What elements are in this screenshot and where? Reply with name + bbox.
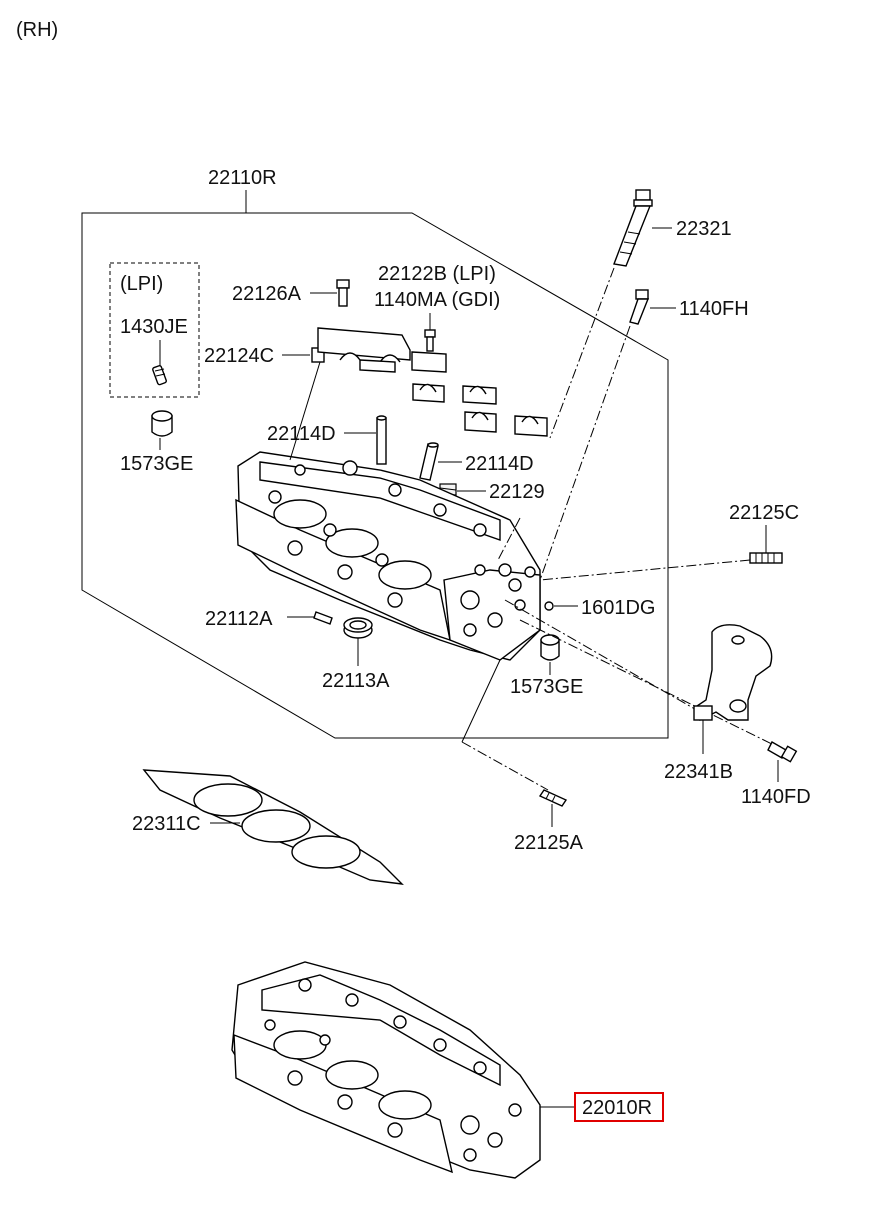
label-22114D-a[interactable]: 22114D — [267, 423, 336, 445]
assembly-outline — [81, 212, 669, 739]
label-1140FD[interactable]: 1140FD — [741, 786, 811, 808]
leader-head-to-22125A — [461, 659, 501, 743]
part-1140FH-bolt — [629, 289, 650, 325]
part-22122B-bolt — [424, 329, 436, 352]
part-1601DG-ball — [544, 601, 554, 611]
label-22341B[interactable]: 22341B — [664, 761, 733, 783]
label-22114D-b[interactable]: 22114D — [465, 453, 534, 475]
centerline-22321 — [549, 267, 615, 439]
part-22311C-head-gasket — [142, 769, 404, 885]
camshaft-caps — [317, 327, 548, 437]
label-22311C[interactable]: 22311C — [132, 813, 201, 835]
label-22122B[interactable]: 22122B (LPI) — [378, 263, 496, 285]
part-22125A-stud — [538, 789, 568, 807]
part-22126A-bolt — [336, 279, 350, 307]
part-1430JE-pin — [152, 365, 167, 386]
label-22125A[interactable]: 22125A — [514, 832, 584, 854]
centerline-to-1140FD — [519, 619, 781, 749]
bare-cylinder-head — [231, 961, 541, 1179]
lpi-box-title: (LPI) — [120, 273, 163, 295]
label-1140FH[interactable]: 1140FH — [679, 298, 749, 320]
label-1573GE-right[interactable]: 1573GE — [510, 676, 583, 698]
label-1573GE-left[interactable]: 1573GE — [120, 453, 193, 475]
part-22114D-guide-a — [376, 415, 387, 465]
leader-22124C-to-head — [289, 361, 321, 461]
label-22125C[interactable]: 22125C — [729, 502, 799, 524]
label-22113A[interactable]: 22113A — [322, 670, 390, 692]
part-22321-long-bolt — [613, 189, 653, 267]
label-22010R[interactable]: 22010R — [582, 1097, 652, 1119]
part-22125C-stud — [749, 552, 783, 564]
highlight-box-22010R — [574, 1092, 664, 1122]
centerline-22125C — [539, 559, 751, 581]
part-22341B-bracket — [693, 624, 773, 721]
part-22113A-seal — [343, 617, 373, 639]
side-label: (RH) — [16, 19, 58, 41]
label-22129[interactable]: 22129 — [489, 481, 545, 503]
cylinder-head-assembly — [235, 451, 541, 661]
centerline-to-bracket — [504, 599, 701, 713]
label-22112A[interactable]: 22112A — [205, 608, 273, 630]
centerline-22129 — [497, 517, 521, 561]
part-1573GE-cap-right — [540, 634, 560, 661]
part-1140FD-bolt — [767, 741, 798, 763]
centerline-22125A — [461, 741, 549, 791]
label-22126A[interactable]: 22126A — [232, 283, 302, 305]
label-22110R[interactable]: 22110R — [208, 167, 277, 189]
lpi-dashed-box — [109, 262, 200, 398]
part-1573GE-cap-left — [151, 410, 173, 437]
label-1601DG[interactable]: 1601DG — [581, 597, 656, 619]
centerline-1140FH — [539, 325, 631, 581]
label-22124C[interactable]: 22124C — [204, 345, 274, 367]
label-1140MA[interactable]: 1140MA (GDI) — [374, 289, 500, 311]
part-22112A-key — [313, 611, 333, 625]
label-22321[interactable]: 22321 — [676, 218, 732, 240]
label-1430JE[interactable]: 1430JE — [120, 316, 188, 338]
part-22114D-guide-b — [419, 442, 439, 481]
